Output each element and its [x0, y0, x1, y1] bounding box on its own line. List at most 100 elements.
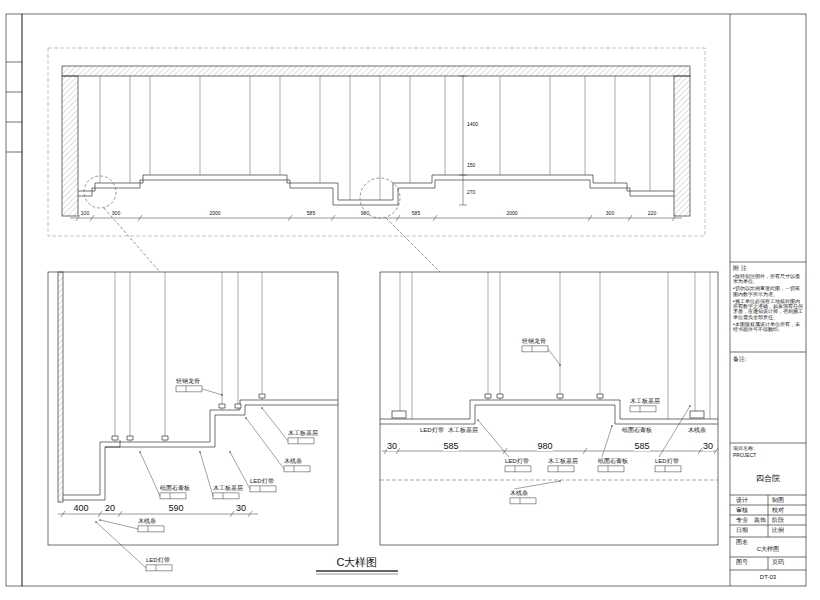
callout-tag-divider	[186, 386, 187, 392]
drawing-label: 纸面石膏板	[160, 485, 190, 492]
dimension-text: 100	[81, 211, 89, 217]
dimension-text: 585	[307, 211, 315, 217]
callout-tag-divider	[520, 498, 521, 504]
callout-tag	[630, 406, 656, 412]
callout-tag-divider	[532, 346, 533, 352]
drawing-label: 日期	[736, 527, 748, 533]
dimension-text: 585	[443, 441, 458, 451]
callout-tag	[522, 346, 548, 352]
drawing-label: 装饰	[754, 517, 766, 523]
drawing-label: 图号	[736, 559, 748, 565]
callout-tag	[250, 486, 276, 492]
leader-dot	[611, 425, 613, 427]
dimension-text: 2000	[209, 211, 220, 217]
callout-tag	[213, 493, 239, 499]
dimension-text: 585	[412, 211, 420, 217]
drawing-label: 四合院	[756, 474, 780, 483]
drawing-label: LED灯带	[655, 458, 679, 465]
leader-dot	[99, 519, 101, 521]
callout-tag-divider	[608, 466, 609, 472]
drawing-label: C大样图	[757, 546, 779, 553]
callout-tag-divider	[298, 438, 299, 444]
leader-dot	[559, 364, 561, 366]
leader-line	[246, 418, 284, 469]
drawing-label: PROJECT	[733, 453, 756, 459]
drawing-label: 轻钢龙骨	[522, 338, 546, 345]
callout-tag-divider	[665, 466, 666, 472]
dimension-text: 150	[467, 163, 475, 169]
leader-dot	[477, 419, 479, 421]
leader-line	[602, 426, 612, 457]
drawing-label: 专业	[736, 517, 748, 523]
callout-tag	[598, 466, 624, 472]
drawing-label: 审核	[736, 507, 748, 513]
callout-tag-divider	[515, 466, 516, 472]
drawing-label: 木工板基层	[213, 485, 243, 492]
drawing-label: LED灯带	[420, 427, 444, 434]
callout-tag-divider	[223, 493, 224, 499]
leader-dot	[199, 451, 201, 453]
drawing-label: 制图	[772, 497, 784, 503]
drawing-label: 图名	[736, 539, 748, 545]
callout-tag-divider	[156, 565, 157, 571]
callout-tag	[510, 498, 536, 504]
leader-dot	[261, 407, 263, 409]
callout-tag	[655, 466, 681, 472]
leader-line	[230, 452, 250, 489]
leader-line	[478, 420, 509, 457]
dimension-text: 30	[703, 441, 713, 451]
leader-line	[200, 452, 213, 496]
leader-line	[514, 481, 560, 489]
dimension-text: 590	[168, 503, 183, 513]
general-note: •切勿以比例量度此图，一切依图内数字所示为准。	[733, 286, 803, 297]
drawing-label: 木线条	[510, 490, 528, 497]
drawing-label: 木工板基层	[448, 427, 478, 434]
leader-line	[140, 452, 160, 496]
callout-tag	[138, 526, 164, 532]
drawing-label: 木线条	[284, 458, 302, 465]
leader-line	[659, 406, 690, 457]
drawing-label: LED灯带	[146, 557, 170, 564]
callout-tag	[284, 466, 310, 472]
leader-line	[96, 522, 146, 568]
dimension-text: 30	[236, 503, 246, 513]
dimension-text: 300	[606, 211, 614, 217]
dimension-text: 20	[105, 503, 115, 513]
general-note: •本图版权属设计单位所有，未经书面许可不得翻印。	[733, 322, 803, 333]
leader-dot	[139, 451, 141, 453]
dimension-text: 980	[361, 211, 369, 217]
drawing-label: 备注:	[733, 356, 747, 363]
drawing-label: 页码	[772, 559, 784, 565]
drawing-label: 木工板基层	[548, 458, 578, 465]
drawing-label: 木工板基层	[288, 430, 318, 437]
callout-tag-divider	[558, 466, 559, 472]
leader-dot	[229, 451, 231, 453]
drawing-label: 木工板基层	[630, 398, 660, 405]
leader-dot	[221, 394, 223, 396]
general-note: •除特别注明外，所有尺寸以毫米为单位。	[733, 274, 803, 285]
callout-tag	[176, 386, 202, 392]
drawing-label: 比例	[772, 527, 784, 533]
dimension-text: 400	[73, 503, 88, 513]
callout-tag-divider	[640, 406, 641, 412]
drawing-label: LED灯带	[505, 458, 529, 465]
dimension-text: 980	[537, 441, 552, 451]
dimension-text: 270	[467, 190, 475, 196]
callout-tag	[160, 493, 186, 499]
notes-column: •除特别注明外，所有尺寸以毫米为单位。•切勿以比例量度此图，一切依图内数字所示为…	[733, 274, 803, 334]
leader-line	[262, 408, 288, 441]
dimension-text: 30	[387, 441, 397, 451]
drawing-label: 木线条	[688, 427, 706, 434]
drawing-label: 校对	[772, 507, 784, 513]
callout-tag	[288, 438, 314, 444]
dimension-text: 220	[648, 211, 656, 217]
drawing-label: 纸面石膏板	[598, 458, 628, 465]
drawing-label: DT-03	[760, 574, 776, 581]
drawing-label: 阶段	[772, 517, 784, 523]
drawing-label: 纸面石膏板	[622, 427, 652, 434]
drawing-label: 项目名称:	[733, 446, 754, 452]
callout-tag	[146, 565, 172, 571]
